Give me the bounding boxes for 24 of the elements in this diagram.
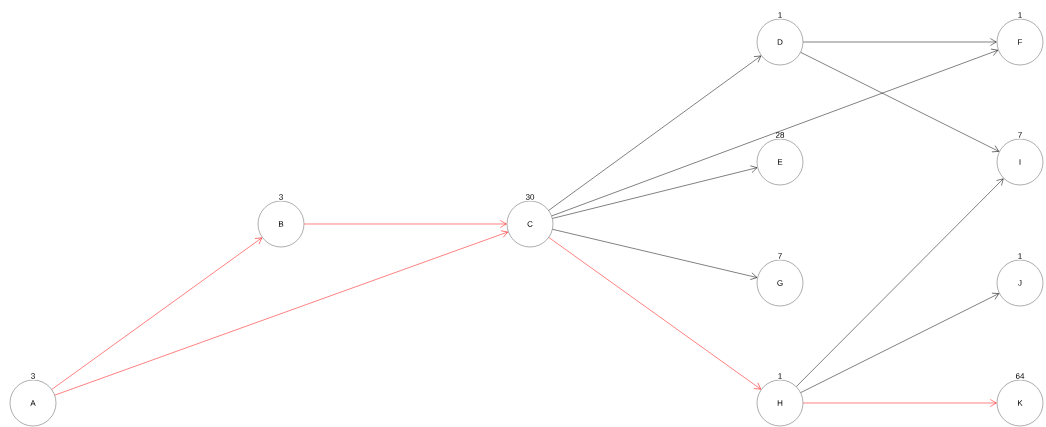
node-value: 1: [776, 372, 784, 380]
node-value: 64: [1014, 372, 1026, 380]
arrow: [552, 229, 758, 280]
node-value: 1: [776, 11, 784, 19]
node-value: 3: [29, 372, 37, 380]
node-value: 28: [774, 131, 786, 139]
node-value: 7: [1016, 131, 1024, 139]
arrow: [548, 55, 762, 211]
node-value: 3: [277, 193, 285, 201]
arrow: [800, 292, 1000, 393]
arrow: [796, 178, 1004, 387]
arrow: [54, 230, 508, 396]
arrow: [552, 165, 758, 219]
arrow: [802, 38, 997, 46]
node-value: 1: [1016, 11, 1024, 19]
arrow: [551, 48, 999, 217]
arrow: [51, 237, 263, 390]
arrow: [548, 237, 761, 390]
arrow: [800, 52, 1000, 153]
node-value: 1: [1016, 252, 1024, 260]
node-value: 30: [524, 193, 536, 201]
node-value: 7: [776, 252, 784, 260]
arrow: [802, 399, 997, 407]
arrow: [303, 220, 507, 228]
